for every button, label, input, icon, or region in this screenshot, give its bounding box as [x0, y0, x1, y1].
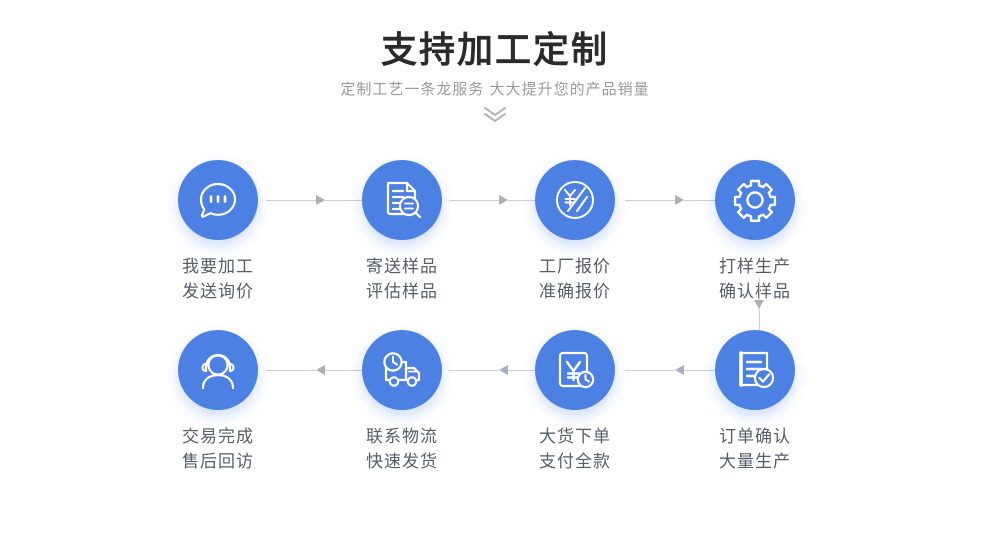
- flow-step-label-line1: 工厂报价: [539, 257, 611, 276]
- flow-step-inquiry[interactable]: 我要加工 发送询价: [153, 148, 283, 304]
- connector-arrow-left: [266, 365, 374, 375]
- connector-arrow-right: [449, 195, 557, 205]
- flow-step-label-line2: 售后回访: [182, 452, 254, 471]
- flow-step-logistics[interactable]: 联系物流 快速发货: [337, 318, 467, 474]
- connector-arrow-down: [754, 278, 764, 330]
- flow-step-label: 我要加工 发送询价: [153, 254, 283, 304]
- flow-step-label-line1: 寄送样品: [366, 257, 438, 276]
- page-subtitle: 定制工艺一条龙服务 大大提升您的产品销量: [340, 81, 650, 98]
- flow-row-bottom: 交易完成 售后回访: [0, 318, 990, 488]
- flow-step-order-confirm[interactable]: 订单确认 大量生产: [690, 318, 820, 474]
- flow-step-label: 寄送样品 评估样品: [337, 254, 467, 304]
- process-flow: 我要加工 发送询价: [0, 148, 990, 488]
- headset-support-icon: [178, 330, 258, 410]
- flow-step-label-line2: 准确报价: [539, 282, 611, 301]
- document-check-icon: [715, 330, 795, 410]
- flow-step-bulk-order[interactable]: 大货下单 支付全款: [510, 318, 640, 474]
- gear-icon: [715, 160, 795, 240]
- flow-step-label-line2: 支付全款: [539, 452, 611, 471]
- yuan-invoice-clock-icon: [535, 330, 615, 410]
- flow-step-label: 大货下单 支付全款: [510, 424, 640, 474]
- connector-arrow-right: [266, 195, 374, 205]
- flow-step-label-line1: 打样生产: [719, 257, 791, 276]
- flow-step-label: 订单确认 大量生产: [690, 424, 820, 474]
- flow-step-label-line1: 交易完成: [182, 427, 254, 446]
- flow-step-sampling-production[interactable]: 打样生产 确认样品: [690, 148, 820, 304]
- flow-step-label-line2: 大量生产: [719, 452, 791, 471]
- yuan-price-circle-icon: [535, 160, 615, 240]
- flow-row-top: 我要加工 发送询价: [0, 148, 990, 318]
- flow-step-sample-send[interactable]: 寄送样品 评估样品: [337, 148, 467, 304]
- flow-step-label-line2: 确认样品: [719, 282, 791, 301]
- flow-step-label-line2: 快速发货: [366, 452, 438, 471]
- flow-step-label: 打样生产 确认样品: [690, 254, 820, 304]
- flow-step-label-line1: 大货下单: [539, 427, 611, 446]
- flow-step-label: 工厂报价 准确报价: [510, 254, 640, 304]
- document-search-icon: [362, 160, 442, 240]
- flow-step-label: 联系物流 快速发货: [337, 424, 467, 474]
- flow-step-label-line1: 订单确认: [719, 427, 791, 446]
- flow-step-label: 交易完成 售后回访: [153, 424, 283, 474]
- flow-step-label-line1: 联系物流: [366, 427, 438, 446]
- delivery-truck-clock-icon: [362, 330, 442, 410]
- flow-step-label-line2: 评估样品: [366, 282, 438, 301]
- header: 支持加工定制 定制工艺一条龙服务 大大提升您的产品销量: [0, 26, 990, 124]
- flow-step-label-line1: 我要加工: [182, 257, 254, 276]
- flow-step-factory-quote[interactable]: 工厂报价 准确报价: [510, 148, 640, 304]
- flow-step-label-line2: 发送询价: [182, 282, 254, 301]
- connector-arrow-left: [449, 365, 557, 375]
- page-title: 支持加工定制: [380, 29, 609, 70]
- flow-step-transaction-complete[interactable]: 交易完成 售后回访: [153, 318, 283, 474]
- connector-arrow-left: [625, 365, 733, 375]
- double-chevron-down-icon: [0, 104, 990, 124]
- connector-arrow-right: [625, 195, 733, 205]
- chat-bubble-icon: [178, 160, 258, 240]
